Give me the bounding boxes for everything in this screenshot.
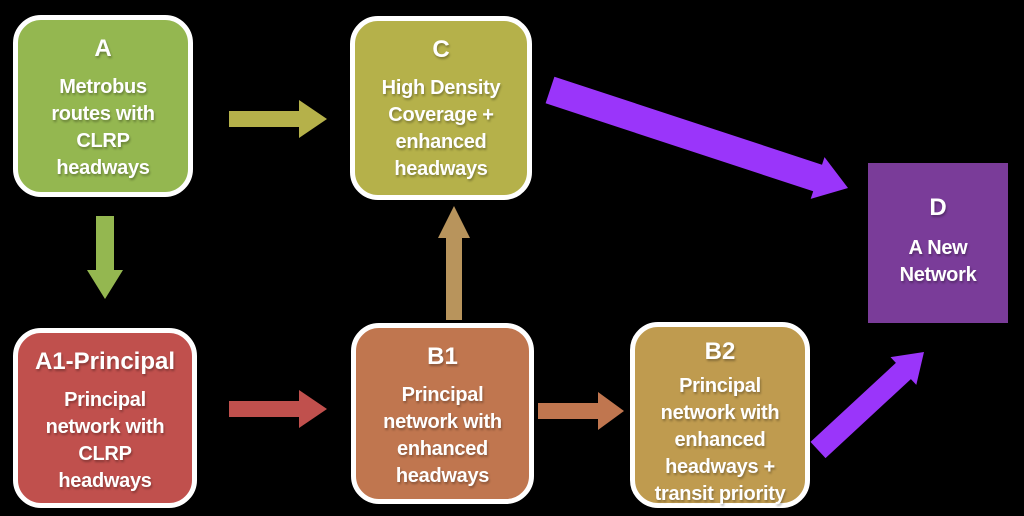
node-a-description: Metrobus routes with CLRP headways [51,76,155,179]
arrow-b2-to-d-shape [810,352,924,459]
node-b2-description: Principal network with enhanced headways… [654,375,786,505]
node-c-description: High Density Coverage + enhanced headway… [381,77,501,180]
node-c-label: C [432,36,450,63]
node-b2: B2 Principal network with enhanced headw… [630,322,810,508]
node-c: C High Density Coverage + enhanced headw… [350,16,532,200]
arrow-c-to-d [545,76,848,199]
arrow-b1-to-b2-shape [538,392,624,430]
arrow-a-to-a1 [87,216,123,299]
arrow-a1-to-b1 [229,390,327,428]
arrow-b1-to-c [438,206,470,320]
node-b1-label: B1 [427,343,458,370]
node-b1: B1 Principal network with enhanced headw… [351,323,534,504]
arrow-a-to-c [229,100,327,138]
node-a1-description: Principal network with CLRP headways [45,389,165,492]
arrow-b1-to-b2 [538,392,624,430]
node-d-label: D [929,194,947,221]
arrow-b2-to-d [810,352,924,459]
node-d: D A New Network [868,163,1008,323]
node-a: A Metrobus routes with CLRP headways [13,15,193,197]
node-d-description: A New Network [899,237,977,286]
arrow-a-to-a1-shape [87,216,123,299]
node-a1-label: A1-Principal [34,348,176,375]
arrow-b1-to-c-shape [438,206,470,320]
node-b2-label: B2 [704,338,736,365]
node-b1-description: Principal network with enhanced headways [383,384,502,487]
arrow-a1-to-b1-shape [229,390,327,428]
node-a-label: A [94,35,112,62]
arrow-a-to-c-shape [229,100,327,138]
node-a1-principal: A1-Principal Principal network with CLRP… [13,328,197,508]
arrow-c-to-d-shape [545,76,848,199]
